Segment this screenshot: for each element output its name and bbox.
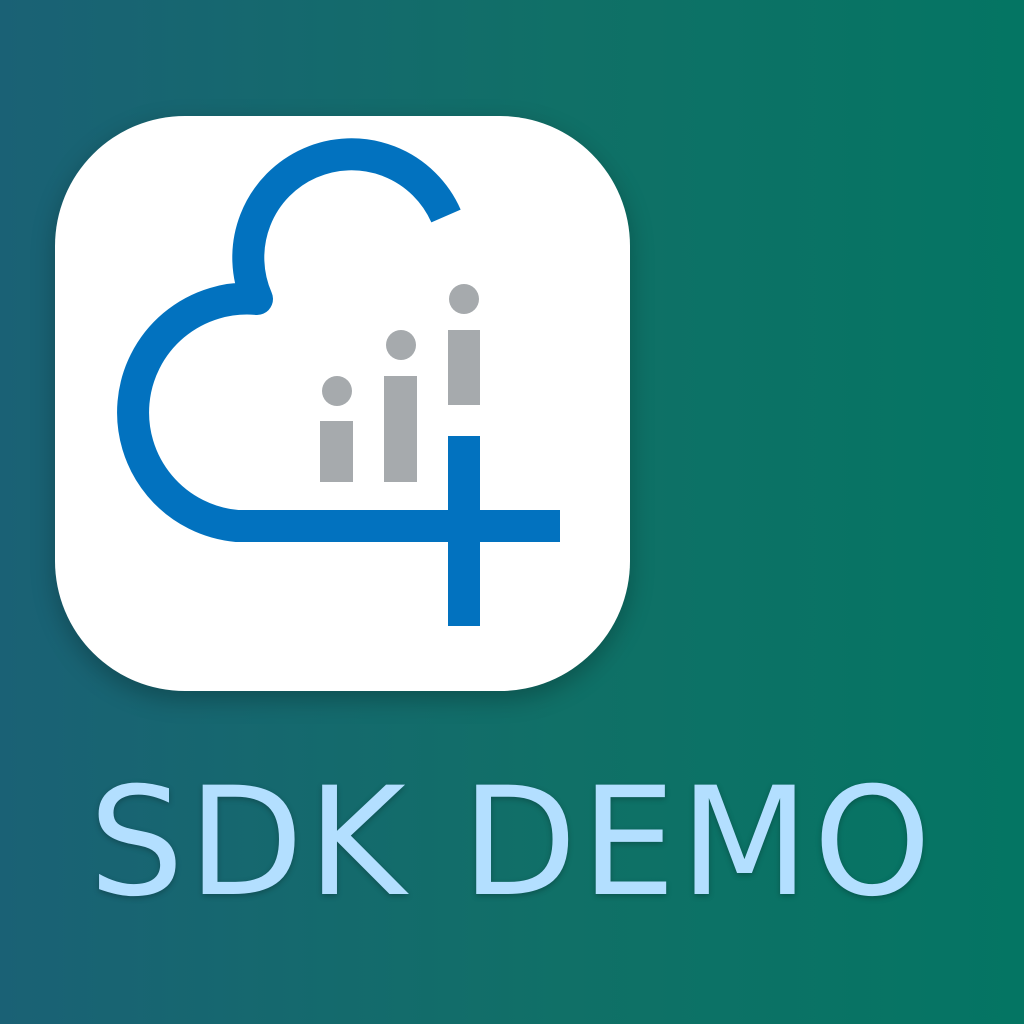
bar-3 <box>448 330 480 405</box>
app-icon[interactable] <box>55 116 630 691</box>
app-name-label: SDK DEMO <box>88 756 936 930</box>
plus-vertical-bar <box>448 436 480 626</box>
cloud-chart-plus-icon <box>117 138 560 626</box>
bar-2 <box>384 376 417 482</box>
bar-1 <box>320 421 353 482</box>
bar-dot-1 <box>322 376 352 406</box>
bar-dot-3 <box>449 284 479 314</box>
bar-dot-2 <box>386 330 416 360</box>
cloud-outline <box>117 138 560 542</box>
